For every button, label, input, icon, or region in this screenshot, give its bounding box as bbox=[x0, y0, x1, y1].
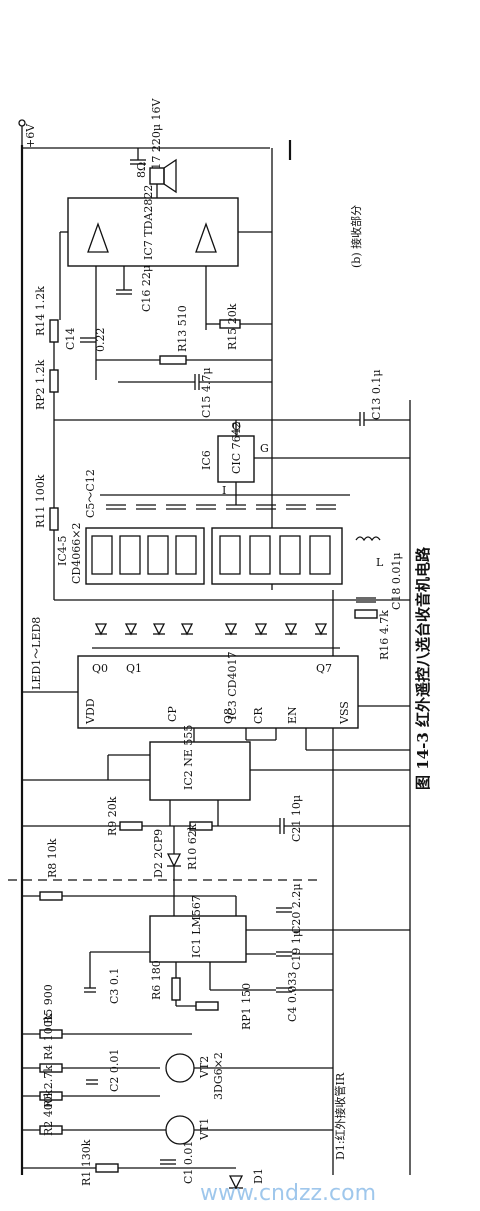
r11-resistor bbox=[49, 507, 59, 531]
r14-label: R14 1.2k bbox=[34, 286, 47, 336]
r1-resistor bbox=[95, 1163, 119, 1173]
cd4066-label: CD4066×2 bbox=[70, 523, 83, 584]
cr-label: CR bbox=[252, 707, 265, 724]
pin-i-label: I bbox=[222, 484, 226, 497]
c1-label: C1 0.01 bbox=[182, 1141, 195, 1184]
subcaption: (b) 接收部分 bbox=[349, 205, 363, 268]
q0-label: Q0 bbox=[92, 662, 108, 675]
r4-label: R4 100k bbox=[42, 1013, 55, 1060]
ic3-cd4017 bbox=[77, 655, 359, 729]
ic7-amp-b bbox=[195, 222, 217, 253]
d1-description: D1:红外接收管IR bbox=[333, 1072, 347, 1160]
rp1-label: RP1 150 bbox=[240, 983, 253, 1030]
ic3-label: IC3 CD4017 bbox=[226, 652, 239, 721]
ic4-cd4066 bbox=[85, 527, 205, 585]
r13-label: R13 510 bbox=[176, 305, 189, 352]
ic2-ne555 bbox=[149, 741, 251, 801]
c20-label: C20 2.2μ bbox=[290, 883, 303, 934]
d1-ir-receiver bbox=[228, 1175, 244, 1190]
ic1-lm567 bbox=[149, 915, 247, 963]
r14-resistor bbox=[49, 319, 59, 343]
r2-label: R2 400k bbox=[42, 1089, 55, 1136]
ic7-label: IC7 TDA2822 bbox=[142, 185, 155, 260]
led-indicators bbox=[94, 623, 328, 636]
ic6-label: IC6 bbox=[200, 450, 213, 470]
ic7-amp-a bbox=[87, 222, 109, 253]
speaker-icon bbox=[149, 167, 165, 185]
r9-resistor bbox=[119, 821, 143, 831]
rp1-potentiometer bbox=[195, 1001, 219, 1011]
c15-label: C15 4.7μ bbox=[200, 367, 213, 418]
d1-label: D1 bbox=[252, 1168, 265, 1184]
r6-resistor bbox=[171, 977, 181, 1001]
r11-label: R11 100k bbox=[34, 474, 47, 528]
figure-caption: 图 14-3 红外遥控八选台收音机电路 bbox=[414, 546, 432, 790]
vt2-transistor bbox=[165, 1053, 195, 1083]
q8-label: Q8 bbox=[222, 708, 235, 724]
r9-label: R9 20k bbox=[106, 796, 119, 836]
ic45-label: IC4-5 bbox=[56, 536, 69, 566]
r13-resistor bbox=[159, 355, 187, 365]
coil-inductor bbox=[355, 536, 381, 542]
vt1-transistor bbox=[165, 1115, 195, 1145]
rp2-label: RP2 1.2k bbox=[34, 359, 47, 410]
cp-label: CP bbox=[166, 706, 179, 722]
c5c12-label: C5～C12 bbox=[84, 469, 97, 518]
r3-label: R3 2.7k bbox=[42, 1065, 55, 1108]
pin-g-label: G bbox=[260, 442, 269, 455]
c18-label: C18 0.01μ bbox=[390, 552, 403, 610]
ic1-label: IC1 LM567 bbox=[190, 895, 203, 958]
speaker-label: 8Ω bbox=[135, 162, 148, 178]
r15-label: R15 20k bbox=[226, 303, 239, 350]
d2-diode bbox=[166, 853, 182, 868]
ic6-cic7642 bbox=[217, 435, 255, 483]
vdd-label: VDD bbox=[84, 698, 97, 725]
r8-label: R8 10k bbox=[46, 838, 59, 878]
r8-resistor bbox=[39, 891, 63, 901]
c14-label: C14 bbox=[64, 328, 77, 350]
rp2-potentiometer bbox=[49, 369, 59, 393]
supply-label: +6V bbox=[24, 123, 37, 148]
c17-label: C17 220μ 16V bbox=[150, 97, 163, 178]
led-label: LED1～LED8 bbox=[30, 617, 43, 690]
ic2-label: IC2 NE 555 bbox=[182, 725, 195, 790]
c21-label: C21 10μ bbox=[290, 795, 303, 842]
r16-label: R16 4.7k bbox=[378, 610, 391, 660]
r5-label: R5 900 bbox=[42, 984, 55, 1024]
tuning-capacitors bbox=[106, 504, 336, 510]
d2-label: D2 2CP9 bbox=[152, 829, 165, 878]
cic-label: CIC 7642 bbox=[230, 421, 243, 474]
r1-label: R1 130k bbox=[80, 1139, 93, 1186]
coil-label: L bbox=[376, 556, 384, 569]
ic5-cd4066 bbox=[211, 527, 343, 585]
q1-label: Q1 bbox=[126, 662, 142, 675]
vss-label: VSS bbox=[338, 701, 351, 725]
q7-label: Q7 bbox=[316, 662, 332, 675]
c16-label: C16 22μ bbox=[140, 265, 153, 312]
c4-label: C4 0.033 bbox=[286, 972, 299, 1022]
c19-label: C19 1μ bbox=[290, 930, 303, 970]
analog-switches bbox=[91, 535, 331, 575]
r6-label: R6 180 bbox=[150, 960, 163, 1000]
en-label: EN bbox=[286, 706, 299, 724]
c14-value: 0.22 bbox=[94, 328, 107, 353]
c13-label: C13 0.1μ bbox=[370, 369, 383, 420]
r16-resistor bbox=[354, 609, 378, 619]
r10-label: R10 62k bbox=[186, 823, 199, 870]
c2-label: C2 0.01 bbox=[108, 1049, 121, 1092]
c3-label: C3 0.1 bbox=[108, 968, 121, 1004]
watermark: www.cndzz.com bbox=[200, 1181, 376, 1206]
vt-type-label: 3DG6×2 bbox=[212, 1052, 225, 1100]
